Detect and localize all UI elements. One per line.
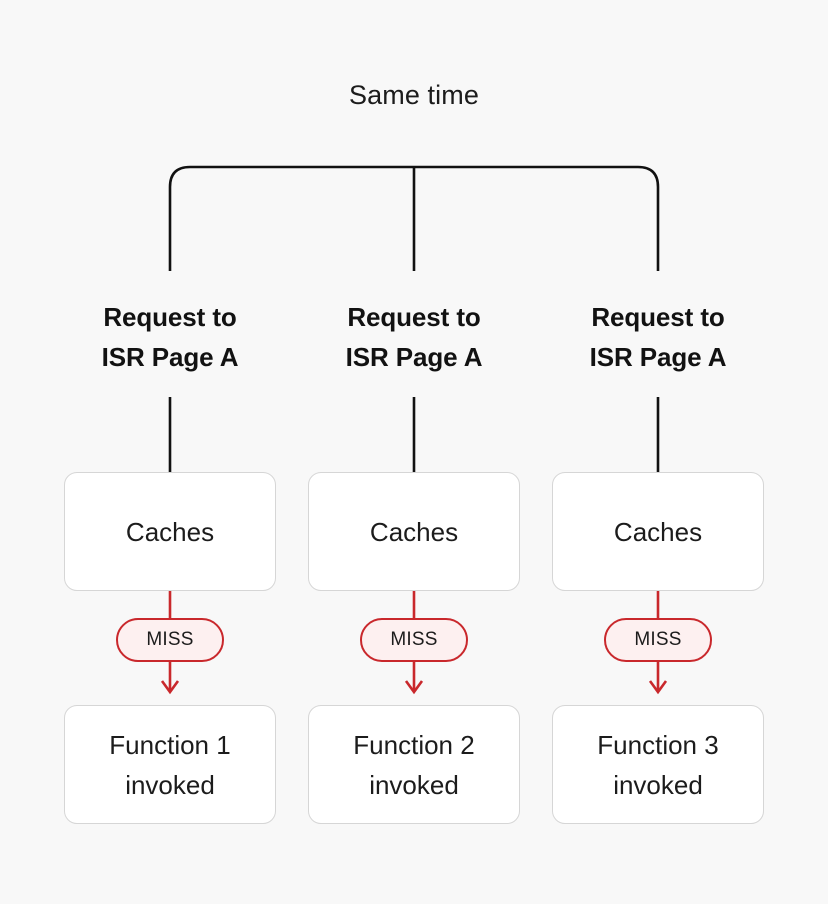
caches-label-1: Caches [125, 516, 215, 547]
function-label-1-line1: Function 1 [109, 729, 231, 760]
function-box-2[interactable]: Function 2 invoked [308, 705, 520, 824]
column-heading-3-line2: ISR Page A [589, 342, 727, 372]
arrowhead-3 [648, 680, 668, 695]
column-heading-1-line2: ISR Page A [101, 342, 239, 372]
column-heading-2: Request to ISR Page A [304, 297, 524, 377]
function-label-2-line1: Function 2 [353, 729, 475, 760]
column-heading-1: Request to ISR Page A [60, 297, 280, 377]
arrowhead-2 [404, 680, 424, 695]
arrowhead-1 [160, 680, 180, 695]
diagram-title: Same time [349, 80, 479, 110]
function-label-3-line1: Function 3 [597, 729, 719, 760]
caches-box-2[interactable]: Caches [308, 472, 520, 591]
function-label-2-line2: invoked [369, 769, 459, 800]
caches-box-1[interactable]: Caches [64, 472, 276, 591]
miss-badge-2: MISS [360, 618, 468, 662]
function-box-1[interactable]: Function 1 invoked [64, 705, 276, 824]
column-heading-2-line1: Request to [347, 302, 481, 332]
caches-box-3[interactable]: Caches [552, 472, 764, 591]
function-label-1-line2: invoked [125, 769, 215, 800]
column-heading-2-line2: ISR Page A [345, 342, 483, 372]
miss-badge-label-1: MISS [146, 629, 194, 650]
caches-label-2: Caches [369, 516, 459, 547]
column-heading-3-line1: Request to [591, 302, 725, 332]
miss-badge-label-3: MISS [634, 629, 682, 650]
column-heading-1-line1: Request to [103, 302, 237, 332]
miss-badge-label-2: MISS [390, 629, 438, 650]
miss-badge-1: MISS [116, 618, 224, 662]
caches-label-3: Caches [613, 516, 703, 547]
fan-out-bracket [168, 165, 660, 271]
miss-badge-3: MISS [604, 618, 712, 662]
function-label-3-line2: invoked [613, 769, 703, 800]
column-heading-3: Request to ISR Page A [548, 297, 768, 377]
function-box-3[interactable]: Function 3 invoked [552, 705, 764, 824]
